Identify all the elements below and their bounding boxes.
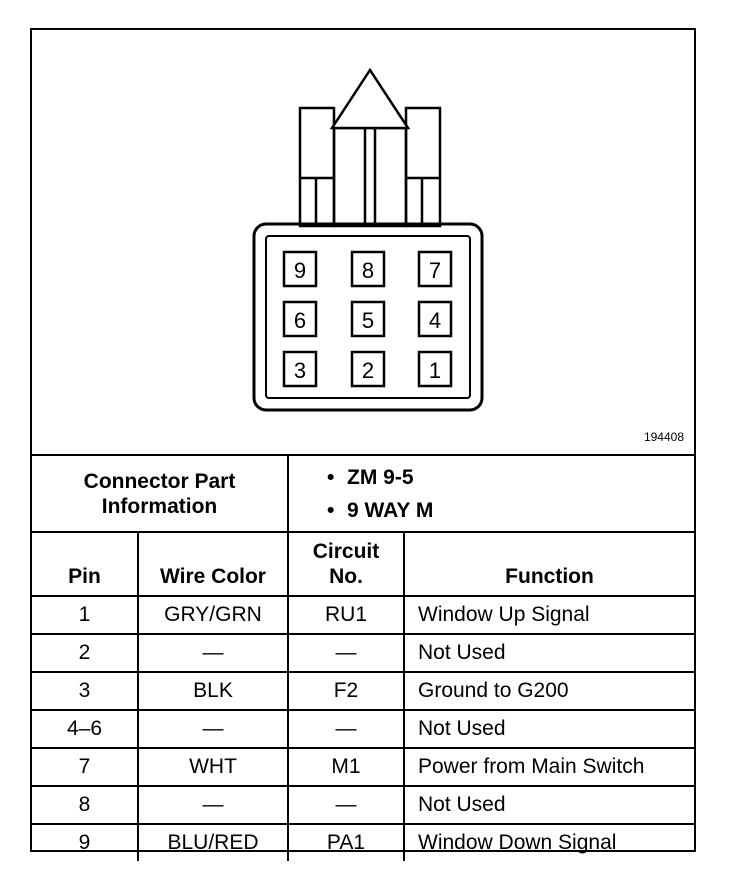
pin-number: 2 [362,358,374,383]
connector-table: Connector Part Information • ZM 9-5 • 9 WA… [32,454,694,861]
pin-cavity: 2 [350,350,386,388]
pin-box [282,350,318,388]
function-cell: Not Used [403,785,694,825]
header-pin: Pin [32,531,139,597]
connector-lock-tab [298,67,442,228]
function-cell: Not Used [403,709,694,749]
header-circuit-line1: Circuit [312,540,380,563]
header-circuit-no: Circuit No. [287,531,405,597]
connector-diagram: 9 8 7 6 5 4 3 2 1 194408 [32,30,694,454]
connector-type: 9 WAY M [347,498,434,522]
circuit-cell: PA1 [287,823,405,861]
pin-box [350,300,386,338]
pin-cavity: 9 [282,250,318,288]
circuit-cell: M1 [287,747,405,787]
pin-cavity: 3 [282,350,318,388]
connector-info-row: Connector Part Information • ZM 9-5 • 9 WA… [32,454,694,533]
header-circuit-line2: No. [329,565,363,588]
function-cell: Power from Main Switch [403,747,694,787]
pin-box [350,250,386,288]
wire-color-cell: GRY/GRN [137,595,289,635]
header-function: Function [403,531,694,597]
connector-body [252,222,484,412]
function-cell: Window Up Signal [403,595,694,635]
function-cell: Ground to G200 [403,671,694,711]
pin-number: 9 [294,258,306,283]
pin-box [417,350,453,388]
pin-number: 8 [362,258,374,283]
connector-part-number: ZM 9-5 [347,465,414,489]
pin-number: 5 [362,308,374,333]
pin-cell: 8 [32,785,139,825]
pin-box [282,300,318,338]
connector-info-list: • ZM 9-5 • 9 WAY M [287,454,694,533]
pin-box [417,250,453,288]
pin-cavity: 6 [282,300,318,338]
connector-info-label: Connector Part Information [32,454,289,533]
wire-color-cell: — [137,709,289,749]
figure-number: 194408 [643,430,684,444]
function-cell: Window Down Signal [403,823,694,861]
pin-cavity: 4 [417,300,453,338]
pin-cavity: 8 [350,250,386,288]
wire-color-cell: — [137,633,289,673]
circuit-cell: F2 [287,671,405,711]
pin-cell: 4–6 [32,709,139,749]
circuit-cell: — [287,709,405,749]
pin-cell: 2 [32,633,139,673]
table-row: 2——Not Used [32,633,694,673]
wire-color-cell: — [137,785,289,825]
pin-cavity: 5 [350,300,386,338]
circuit-cell: RU1 [287,595,405,635]
table-row: 8——Not Used [32,785,694,825]
pin-cell: 1 [32,595,139,635]
circuit-cell: — [287,633,405,673]
pin-box [282,250,318,288]
header-wire-color: Wire Color [137,531,289,597]
circuit-cell: — [287,785,405,825]
connector-info-label-line1: Connector Part [83,469,236,493]
table-row: 4–6——Not Used [32,709,694,749]
wire-color-cell: BLK [137,671,289,711]
table-header-row: Pin Wire Color Circuit No. Function [32,531,694,597]
connector-drawing: 9 8 7 6 5 4 3 2 1 [252,67,484,412]
function-cell: Not Used [403,633,694,673]
pin-cavity: 7 [417,250,453,288]
pin-number: 7 [429,258,441,283]
pin-number: 1 [429,358,441,383]
connector-info-item: • ZM 9-5 [327,461,694,494]
wire-color-cell: BLU/RED [137,823,289,861]
pin-cell: 9 [32,823,139,861]
pin-box [417,300,453,338]
connector-info-label-line2: Information [101,494,218,518]
pin-cell: 7 [32,747,139,787]
connector-info-item: • 9 WAY M [327,494,694,527]
pin-cavity: 1 [417,350,453,388]
pin-number: 3 [294,358,306,383]
pin-grid: 9 8 7 6 5 4 3 2 1 [282,250,453,388]
bullet-icon: • [327,498,335,522]
pin-number: 4 [429,308,441,333]
wire-color-cell: WHT [137,747,289,787]
pin-number: 6 [294,308,306,333]
bullet-icon: • [327,465,335,489]
pin-cell: 3 [32,671,139,711]
pin-box [350,350,386,388]
